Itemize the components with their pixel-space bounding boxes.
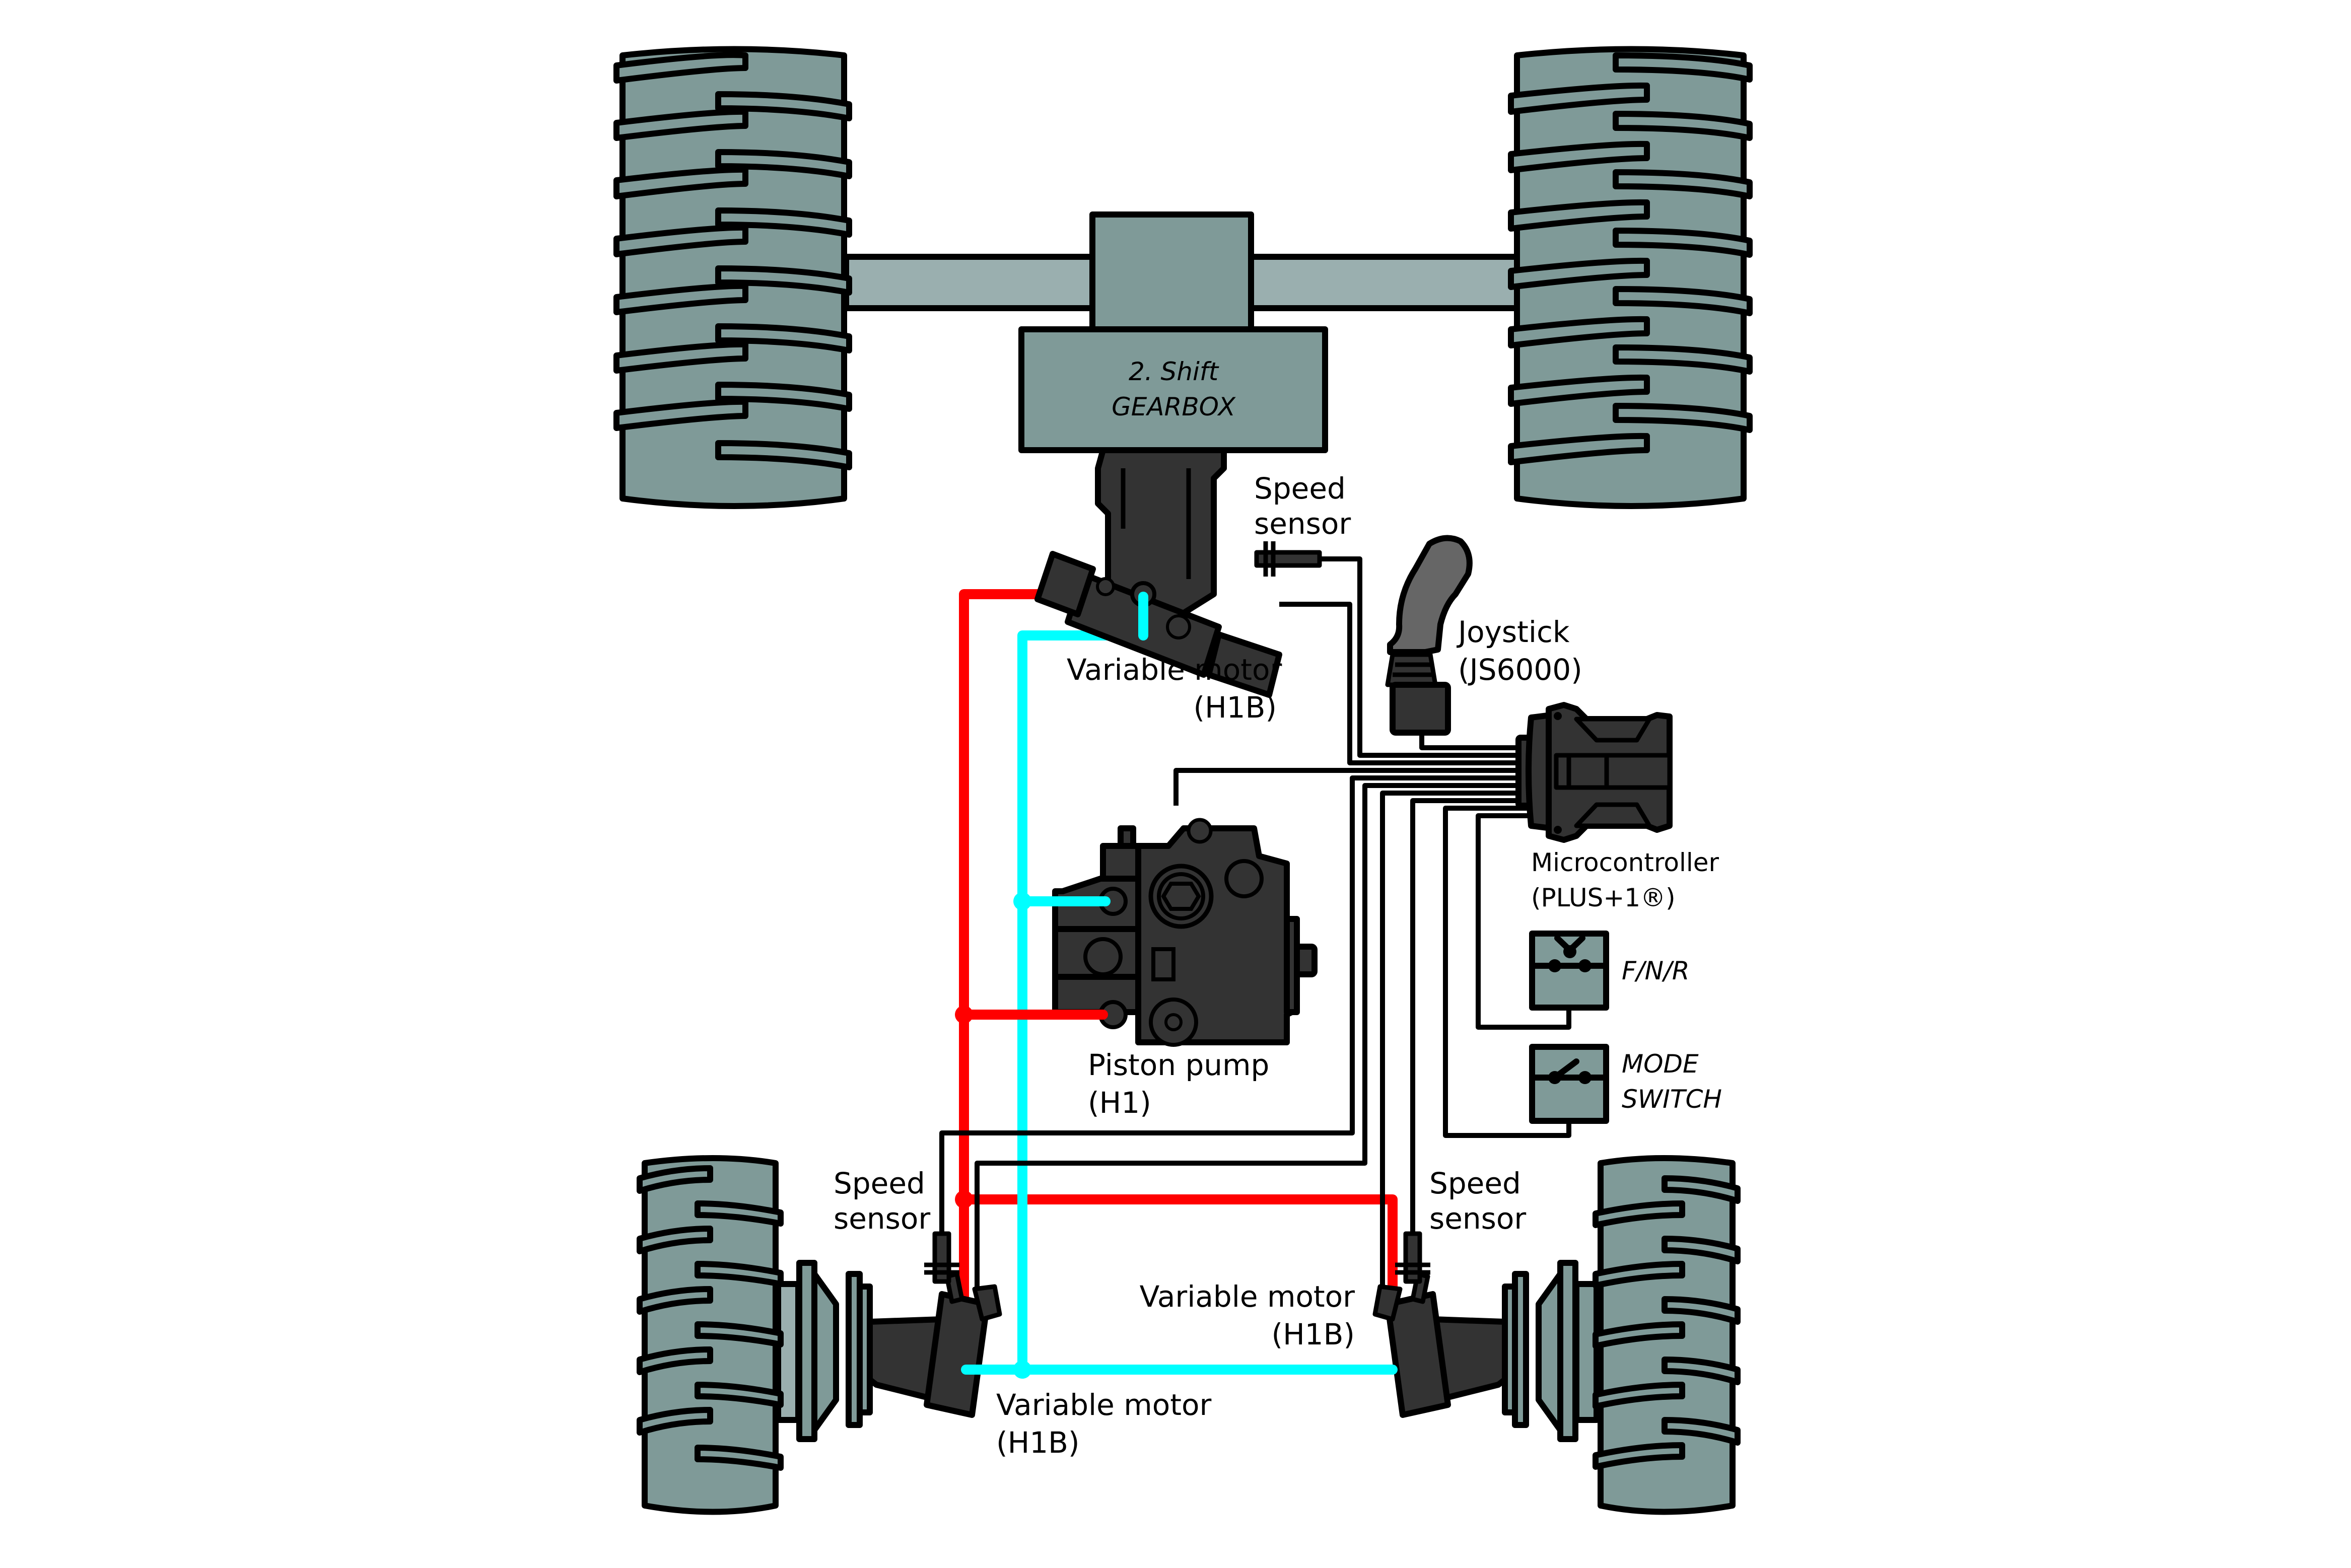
tire-top-left (613, 46, 852, 509)
wire-left-speed-sensor (939, 775, 1534, 1234)
hub-cone (1536, 1271, 1563, 1433)
speed-sensor-left (924, 1231, 959, 1284)
tire-treads (1508, 52, 1753, 465)
switch-icon (1529, 931, 1609, 1011)
gearbox-label-line2: GEARBOX (1112, 392, 1236, 421)
tire-treads (613, 52, 852, 470)
fnr-label: F/N/R (1622, 956, 1690, 985)
hub-cone (811, 1271, 839, 1433)
right-motor-label-line1: Variable motor (1140, 1279, 1355, 1314)
left-speed-sensor-label-line1: Speed (834, 1166, 925, 1200)
pump-label-line2: (H1) (1088, 1086, 1151, 1120)
microcontroller-label-line1: Microcontroller (1531, 848, 1719, 877)
return-junction (1013, 1361, 1031, 1379)
left-motor-label-line2: (H1B) (996, 1426, 1080, 1460)
tire-treads (637, 1165, 784, 1471)
joystick-label-line2: (JS6000) (1458, 653, 1582, 687)
top-motor-label-line1: Variable motor (1067, 653, 1282, 687)
left-motor-label-line1: Variable motor (996, 1388, 1211, 1422)
top-variable-motor: Speed sensor Variable motor (H1B) (1034, 447, 1351, 725)
switch-icon (1529, 1044, 1609, 1124)
piston-pump: Piston pump (H1) (1052, 818, 1318, 1120)
gearbox: 2. Shift GEARBOX (1018, 211, 1328, 453)
fnr-switch: F/N/R (1529, 931, 1690, 1011)
top-speed-sensor-label-line2: sensor (1254, 507, 1351, 541)
top-motor-label-line2: (H1B) (1193, 690, 1277, 725)
microcontroller-label-line2: (PLUS+1®) (1531, 883, 1676, 912)
right-speed-sensor-label-line2: sensor (1429, 1201, 1526, 1236)
pump-label-line1: Piston pump (1088, 1048, 1269, 1082)
hydraulic-motor-icon (1385, 1291, 1451, 1418)
wire-top-motor (1279, 602, 1534, 765)
mode-switch-label-line2: SWITCH (1622, 1085, 1722, 1114)
tire-top-right (1508, 46, 1753, 509)
mode-switch-label-line1: MODE (1622, 1049, 1699, 1079)
pressure-junction (955, 1190, 973, 1208)
wire-right-speed-sensor (1410, 798, 1534, 1234)
mode-switch: MODE SWITCH (1529, 1044, 1722, 1124)
piston-pump-icon (1052, 818, 1318, 1047)
wire-right-motor (1380, 791, 1534, 1304)
wheel-bottom-right: Speed sensor Variable motor (H1B) (1140, 1155, 1741, 1515)
joystick-icon (1385, 535, 1473, 736)
right-speed-sensor-label-line1: Speed (1429, 1166, 1521, 1200)
gearbox-label-line1: 2. Shift (1129, 357, 1220, 386)
hydraulic-motor-icon (924, 1291, 990, 1418)
speed-sensor-right (1395, 1231, 1430, 1284)
wire-top-speed-sensor (1320, 556, 1534, 758)
microcontroller: Microcontroller (PLUS+1®) (1515, 702, 1719, 912)
signal-wires (939, 556, 1571, 1304)
speed-sensor-top (1254, 541, 1322, 577)
pressure-line-to-right-motor (959, 1194, 1398, 1309)
left-speed-sensor-label-line2: sensor (834, 1201, 930, 1236)
wire-left-motor (975, 783, 1534, 1289)
controller-icon (1515, 702, 1673, 843)
gearbox-icon (1018, 326, 1328, 453)
wheel-bottom-left: Speed sensor Variable motor (H1B) (637, 1155, 1211, 1515)
wire-pump (1173, 768, 1534, 806)
right-motor-label-line2: (H1B) (1271, 1317, 1355, 1351)
wire-fnr-switch (1476, 813, 1571, 1030)
top-speed-sensor-label-line1: Speed (1254, 471, 1346, 506)
gearbox-upper-housing (1089, 211, 1254, 338)
tire-treads (1593, 1175, 1741, 1470)
joystick: Joystick (JS6000) (1385, 535, 1582, 736)
joystick-label-line1: Joystick (1457, 615, 1570, 649)
wire-mode-switch (1443, 806, 1571, 1138)
